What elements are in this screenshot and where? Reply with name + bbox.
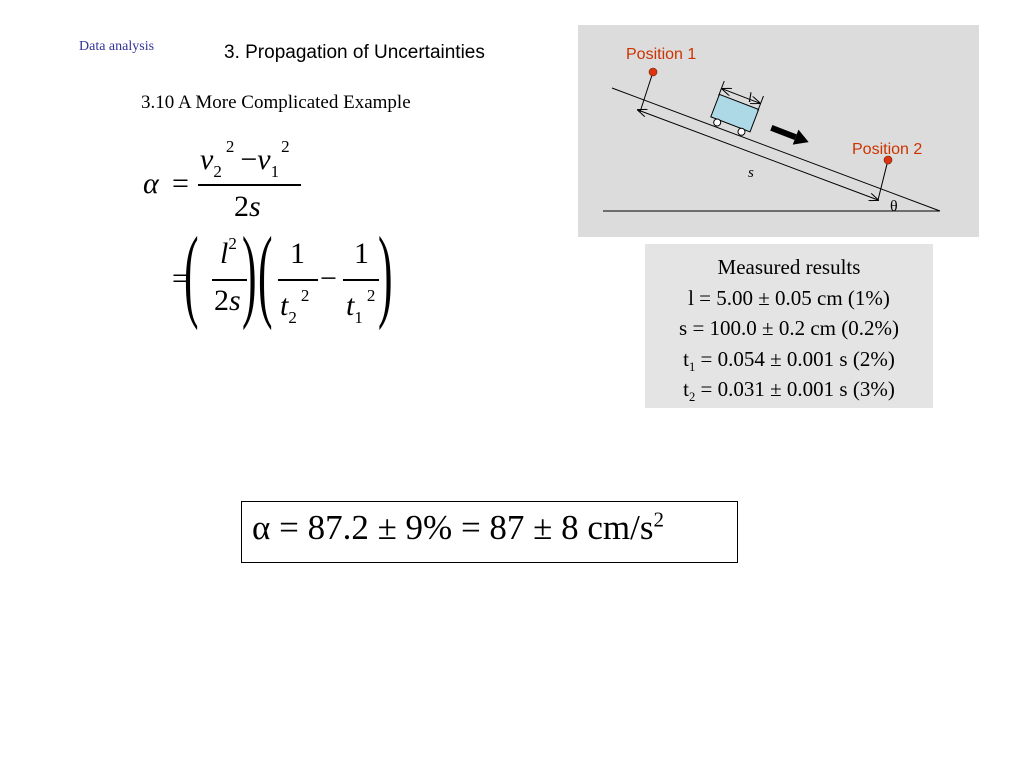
fraction-bar-4 (343, 279, 379, 281)
fraction-bar-2 (212, 279, 247, 281)
angle-label: θ (890, 198, 898, 215)
result-row-t1: t1 = 0.054 ± 0.001 s (2%) (683, 346, 895, 374)
paren-close-1: ) (242, 216, 257, 331)
position1-post (639, 71, 654, 113)
numerator: v22−v12 (200, 137, 290, 181)
final-result-text: α = 87.2 ± 9% = 87 ± 8 cm/s2 (252, 507, 664, 547)
alpha-symbol: α (143, 167, 159, 200)
result-row-l: l = 5.00 ± 0.05 cm (1%) (688, 285, 890, 310)
one-numerator-2: 1 (354, 237, 369, 270)
distance-arrow (638, 110, 878, 200)
t2-squared: t22 (280, 286, 310, 327)
minus-sign: − (320, 262, 337, 295)
result-row-t2: t2 = 0.031 ± 0.001 s (3%) (683, 377, 895, 405)
length-label: l (748, 91, 752, 106)
slide-title: 3. Propagation of Uncertainties (224, 42, 485, 63)
example-heading: 3.10 A More Complicated Example (141, 92, 411, 113)
incline-diagram-svg: Position 1 Position 2 l s θ (603, 46, 941, 215)
paren-open-1: ( (184, 216, 199, 331)
section-label: Data analysis (79, 39, 155, 54)
position2-marker (883, 155, 893, 165)
length-bracket (718, 80, 764, 112)
position2-post (877, 159, 889, 201)
paren-open-2: ( (258, 216, 273, 331)
equation-alpha-definition: α = v22−v12 2s (0, 0, 301, 223)
motion-arrow (770, 125, 809, 145)
measured-results-box: Measured results l = 5.00 ± 0.05 cm (1%)… (645, 244, 933, 408)
equation-alpha-expanded: = ( l2 2s ) ( 1 t22 − 1 t12 ) (0, 0, 393, 328)
cart-wheel-rear (713, 118, 722, 127)
incline-diagram: Position 1 Position 2 l s θ (578, 25, 979, 237)
result-row-s: s = 100.0 ± 0.2 cm (0.2%) (679, 316, 899, 340)
denominator: 2s (234, 190, 261, 223)
position1-label: Position 1 (626, 46, 696, 63)
equals-sign: = (172, 167, 189, 200)
one-numerator-1: 1 (290, 237, 305, 270)
distance-label: s (748, 165, 754, 181)
paren-close-2: ) (378, 216, 393, 331)
fraction-bar-3 (278, 279, 318, 281)
results-heading: Measured results (717, 255, 861, 279)
position2-label: Position 2 (852, 141, 922, 158)
l-squared: l2 (220, 234, 237, 270)
equals-sign-2: = (172, 262, 189, 295)
final-result-box (241, 501, 738, 563)
t1-squared: t12 (346, 286, 376, 327)
cart-wheel-front (737, 127, 746, 136)
two-s: 2s (214, 284, 241, 317)
fraction-bar (198, 184, 301, 186)
position1-marker (648, 67, 658, 77)
